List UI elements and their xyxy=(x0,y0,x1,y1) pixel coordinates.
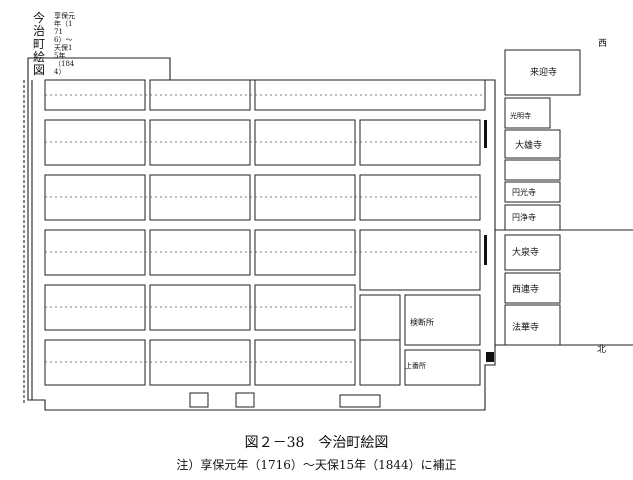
office-label: 上番所 xyxy=(405,361,426,370)
block xyxy=(44,174,146,221)
block xyxy=(149,229,251,276)
compass-west: 西 xyxy=(598,38,607,49)
town-map: 来迎寺 光明寺 大雄寺 円光寺 円浄寺 大泉寺 西連寺 法華寺 西 北 検断所 … xyxy=(23,38,633,411)
temple-label: 円光寺 xyxy=(512,187,536,197)
temple-plot xyxy=(504,49,581,96)
block xyxy=(254,174,356,221)
temple-plot xyxy=(504,97,551,129)
block xyxy=(254,229,356,276)
block xyxy=(359,229,481,291)
block xyxy=(44,229,146,276)
block xyxy=(149,174,251,221)
town-outline xyxy=(27,57,496,411)
block xyxy=(359,339,401,386)
plot xyxy=(189,392,209,408)
block xyxy=(44,339,146,386)
gate-mark xyxy=(484,235,487,265)
office-label: 検断所 xyxy=(410,317,434,327)
block xyxy=(359,119,481,166)
figure-caption: 図２－38 今治町絵図 xyxy=(244,435,389,451)
plot xyxy=(235,392,255,408)
temple-label: 大雄寺 xyxy=(515,139,542,151)
temple-label: 大泉寺 xyxy=(512,246,539,258)
block xyxy=(254,284,356,331)
temple-plot xyxy=(504,159,561,181)
temple-plot xyxy=(504,181,561,203)
block xyxy=(254,119,356,166)
block xyxy=(254,339,356,386)
gate-mark xyxy=(486,352,494,362)
block xyxy=(44,284,146,331)
gate-mark xyxy=(484,120,487,148)
block xyxy=(149,119,251,166)
block xyxy=(149,339,251,386)
map-title-vertical: 今治町絵図 xyxy=(33,11,46,77)
plot xyxy=(339,394,381,408)
temple-plot xyxy=(504,129,561,159)
temple-label: 来迎寺 xyxy=(530,66,557,78)
temple-plot xyxy=(504,234,561,271)
temple-label: 光明寺 xyxy=(510,111,531,120)
compass-north: 北 xyxy=(597,344,606,355)
figure-note: 注）享保元年（1716）〜天保15年（1844）に補正 xyxy=(176,458,457,472)
block xyxy=(359,174,481,221)
map-subtitle-vertical: 享保元年（1716）〜天保15年（1844） xyxy=(54,12,75,76)
block xyxy=(404,294,481,346)
block xyxy=(44,119,146,166)
temple-plot xyxy=(504,272,561,304)
block xyxy=(359,294,401,341)
block xyxy=(149,284,251,331)
temple-label: 円浄寺 xyxy=(512,212,536,222)
temple-label: 法華寺 xyxy=(512,321,539,333)
temple-label: 西連寺 xyxy=(512,283,539,295)
block xyxy=(404,349,481,386)
